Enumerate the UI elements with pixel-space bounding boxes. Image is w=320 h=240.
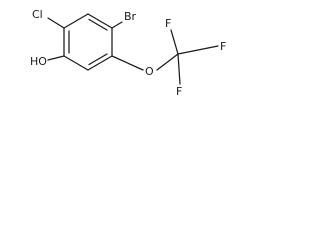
bond-carbon-to-fluorine-right: [177, 45, 219, 55]
bond-carbon-to-fluorine-bottom: [177, 53, 181, 85]
bond-ring-to-bromine: [111, 21, 123, 29]
atom-label-fluorine-right: F: [220, 40, 226, 53]
ring-double-bond-inner-3: [88, 53, 108, 66]
ring-bond-1: [63, 13, 89, 29]
atom-label-fluorine-bottom: F: [176, 85, 182, 98]
aromatic-ring: [63, 13, 113, 71]
bond-ring-to-hydroxyl: [47, 55, 65, 61]
atom-label-chlorine: Cl: [32, 8, 43, 21]
atom-label-fluorine-top: F: [165, 17, 171, 30]
bond-ring-to-ether-oxygen: [111, 55, 144, 71]
ring-double-bond-inner-2: [88, 18, 108, 31]
bond-oxygen-to-carbon: [156, 53, 179, 71]
bond-ring-to-chlorine: [47, 17, 65, 29]
ring-bond-5: [63, 55, 89, 71]
ring-bond-4: [87, 55, 113, 71]
ring-bond-2: [87, 13, 113, 29]
atom-label-ether-oxygen: O: [145, 65, 154, 78]
bond-carbon-to-fluorine-top: [170, 29, 179, 55]
atom-label-bromine: Br: [124, 10, 137, 23]
atom-label-hydroxyl: HO: [30, 55, 47, 68]
chemical-structure: Cl Br HO O F F F: [30, 8, 226, 98]
